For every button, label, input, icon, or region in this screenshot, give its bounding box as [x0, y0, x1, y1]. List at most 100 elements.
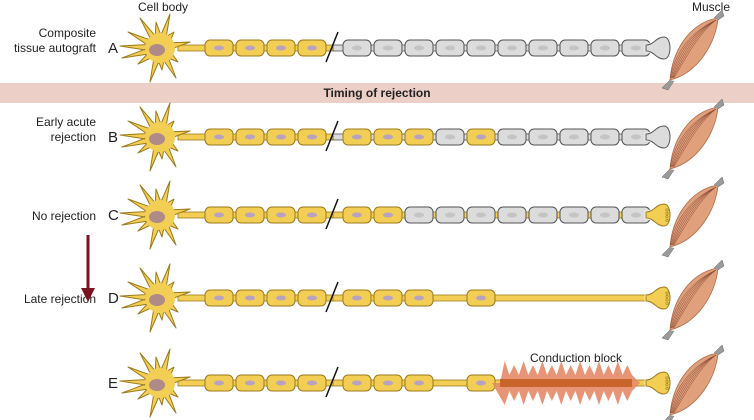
schwann-nucleus: [352, 45, 362, 51]
row-b-label: Early acute rejection: [0, 115, 96, 145]
row-c-label-line1: No rejection: [31, 209, 96, 223]
schwann-nucleus: [414, 45, 424, 51]
cell-body-nucleus: [149, 211, 165, 223]
muscle-fiber: [670, 269, 717, 329]
muscle-label: Muscle: [692, 0, 731, 14]
schwann-nucleus: [383, 295, 393, 301]
host-nerve-terminal: [645, 286, 671, 310]
row-b-label-line2: rejection: [50, 130, 96, 144]
synaptic-vesicle: [665, 298, 669, 302]
schwann-nucleus: [476, 380, 486, 386]
donor-nerve-terminal: [645, 36, 671, 60]
schwann-nucleus: [276, 45, 286, 51]
synaptic-vesicle: [665, 208, 669, 212]
schwann-nucleus: [538, 212, 548, 218]
graft-coaptation-slash: [325, 366, 339, 398]
schwann-nucleus: [476, 45, 486, 51]
muscle-fiber: [671, 354, 717, 414]
tendon-upper: [713, 259, 725, 271]
row-a: [119, 9, 725, 91]
schwann-nucleus: [307, 45, 317, 51]
schwann-nucleus: [569, 134, 579, 140]
schwann-nucleus: [214, 134, 224, 140]
host-nerve-terminal: [645, 371, 671, 395]
row-d-label: Late rejection: [0, 292, 96, 307]
synaptic-vesicle: [665, 218, 669, 222]
schwann-nucleus: [476, 134, 486, 140]
schwann-nucleus: [276, 295, 286, 301]
schwann-nucleus: [445, 212, 455, 218]
muscle-fiber: [673, 354, 717, 414]
schwann-nucleus: [383, 134, 393, 140]
synaptic-vesicle: [665, 301, 669, 305]
cell-body-nucleus: [149, 379, 165, 391]
schwann-nucleus: [383, 212, 393, 218]
row-b: [119, 98, 725, 180]
row-letter-c: C: [108, 207, 119, 224]
muscle-fiber: [670, 108, 717, 168]
muscle-fiber: [672, 354, 717, 414]
synaptic-vesicle: [665, 291, 669, 295]
synaptic-vesicle: [665, 383, 669, 387]
schwann-nucleus: [383, 45, 393, 51]
tendon-upper: [713, 9, 725, 21]
row-a-label: Composite tissue autograft: [0, 26, 96, 56]
donor-nerve-terminal: [645, 125, 671, 149]
schwann-nucleus: [383, 380, 393, 386]
muscle: [664, 344, 725, 420]
tendon-lower: [661, 168, 675, 180]
schwann-nucleus: [245, 380, 255, 386]
cell-body-nucleus: [149, 133, 165, 145]
schwann-nucleus: [245, 295, 255, 301]
schwann-nucleus: [600, 134, 610, 140]
cell-body-nucleus: [149, 294, 165, 306]
row-letter-e: E: [108, 375, 119, 392]
schwann-nucleus: [569, 212, 579, 218]
schwann-nucleus: [214, 212, 224, 218]
timing-band: [0, 83, 754, 103]
muscle: [661, 176, 725, 258]
muscle-fiber: [672, 108, 717, 168]
cell-body-nucleus: [149, 44, 165, 56]
schwann-nucleus: [352, 212, 362, 218]
graft-coaptation-slash: [325, 31, 339, 63]
schwann-nucleus: [538, 134, 548, 140]
schwann-nucleus: [352, 380, 362, 386]
schwann-nucleus: [352, 295, 362, 301]
tendon-lower: [661, 79, 675, 91]
schwann-nucleus: [631, 212, 641, 218]
muscle-fiber: [672, 19, 717, 79]
schwann-nucleus: [214, 295, 224, 301]
schwann-nucleus: [245, 134, 255, 140]
schwann-nucleus: [538, 45, 548, 51]
graft-coaptation-slash: [325, 198, 339, 230]
muscle-fiber: [673, 19, 717, 79]
muscle-fiber: [673, 269, 717, 329]
muscle-fiber: [671, 19, 717, 79]
schwann-nucleus: [414, 134, 424, 140]
muscle-fiber: [672, 269, 717, 329]
schwann-nucleus: [352, 134, 362, 140]
row-e: [119, 344, 725, 420]
graft-coaptation-slash: [325, 120, 339, 152]
muscle-fiber: [673, 186, 717, 246]
tendon-upper: [713, 98, 725, 110]
row-a-label-line1: Composite: [38, 26, 96, 40]
row-d-label-line1: Late rejection: [23, 292, 96, 306]
muscle-fiber: [672, 269, 717, 329]
schwann-nucleus: [307, 295, 317, 301]
muscle: [661, 259, 725, 341]
row-c-label: No rejection: [0, 209, 96, 224]
synaptic-vesicle: [665, 215, 669, 219]
schwann-nucleus: [631, 134, 641, 140]
schwann-nucleus: [214, 45, 224, 51]
schwann-nucleus: [445, 134, 455, 140]
row-letter-b: B: [108, 129, 119, 146]
muscle-fiber: [670, 186, 717, 246]
schwann-nucleus: [507, 45, 517, 51]
schwann-nucleus: [414, 212, 424, 218]
schwann-nucleus: [476, 295, 486, 301]
schwann-nucleus: [414, 380, 424, 386]
muscle-fiber: [672, 186, 717, 246]
